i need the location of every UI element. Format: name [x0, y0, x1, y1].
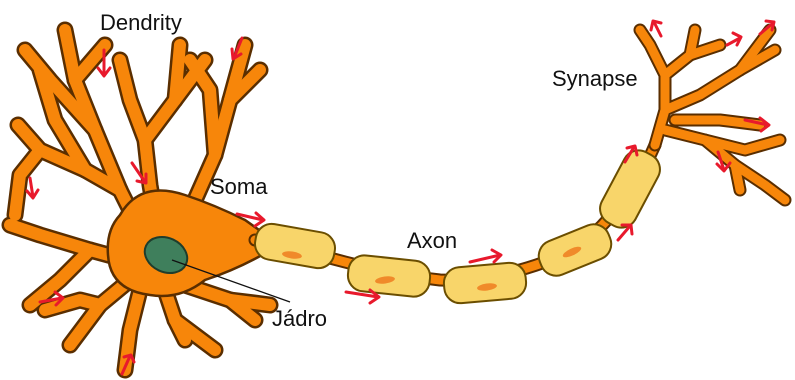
arrow-icon — [651, 21, 661, 36]
axon-terminals — [640, 30, 785, 200]
myelin-sheath — [346, 254, 431, 298]
myelin-sheath — [594, 145, 665, 233]
label-nucleus: Jádro — [272, 306, 327, 332]
arrow-icon — [27, 178, 38, 198]
label-soma: Soma — [210, 174, 267, 200]
label-dendrites: Dendrity — [100, 10, 182, 36]
soma-body — [108, 191, 262, 297]
arrow-icon — [727, 33, 741, 45]
myelin-sheath — [252, 221, 337, 270]
label-axon: Axon — [407, 228, 457, 254]
myelin-sheath — [443, 261, 528, 304]
arrow-icon — [470, 250, 501, 262]
label-synapse: Synapse — [552, 66, 638, 92]
